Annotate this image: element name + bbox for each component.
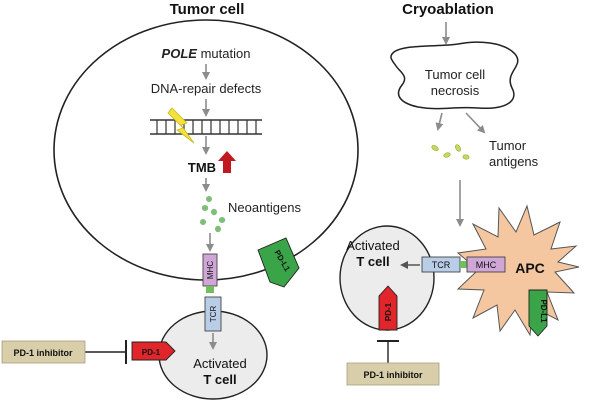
arrow-necrosis-to-antigens-left (435, 112, 444, 131)
tcr-label-left: TCR (209, 306, 218, 323)
tmb-label: TMB (188, 160, 216, 175)
tcr-label-right: TCR (432, 260, 451, 270)
pd1-label-left: PD-1 (142, 348, 161, 357)
lightning-bolt-icon (167, 107, 195, 144)
mhc-label-right: MHC (476, 260, 497, 270)
necrosis-label-line2: necrosis (431, 83, 480, 98)
right-title: Cryoablation (402, 1, 494, 18)
mhc-receptor-right (466, 256, 506, 273)
neoantigen-dots-icon (200, 196, 226, 233)
mhc-tcr-link-left (206, 286, 214, 293)
apc-label: APC (515, 260, 545, 276)
pole-mutation-text: mutation (197, 46, 250, 61)
pole-mutation-label: POLE mutation (162, 46, 251, 61)
tumor-antigens-label-line1: Tumor (489, 138, 527, 153)
left-title: Tumor cell (170, 1, 245, 18)
activated-tcell-label-right-line2: T cell (356, 254, 389, 269)
pd1-label-right: PD-1 (384, 302, 393, 321)
pd1-inhibitor-box-left (1, 340, 86, 364)
activated-tcell-label-right-line1: Activated (346, 238, 399, 253)
pd1-inhibitor-label-left: PD-1 inhibitor (14, 348, 73, 358)
necrotic-tumor-cell-outline (390, 41, 519, 110)
activated-tcell-label-left-line1: Activated (193, 356, 246, 371)
arrow-necrosis-to-antigens-right (465, 112, 486, 134)
dna-ladder-icon (150, 119, 262, 135)
tcr-receptor-left (204, 296, 222, 332)
tumor-antigens-label-line2: antigens (489, 154, 539, 169)
pdl1-ligand-right (528, 289, 548, 337)
tumor-antigen-fragments-icon (431, 144, 470, 160)
tmb-up-arrow-icon (218, 151, 236, 173)
tcr-mhc-link-right (460, 261, 467, 268)
pd1-receptor-right (378, 285, 398, 331)
pd1-inhibitor-label-right: PD-1 inhibitor (364, 370, 423, 380)
pole-gene-name: POLE (162, 46, 198, 61)
pd1-receptor-left (131, 341, 176, 361)
pd1-inhibitor-box-right (346, 362, 440, 386)
mhc-label-left: MHC (206, 261, 215, 279)
neoantigens-label: Neoantigens (228, 200, 301, 215)
pdl1-label-right: PD-L1 (539, 299, 548, 323)
pdl1-ligand-left (257, 237, 300, 288)
activated-tcell-label-left-line2: T cell (203, 372, 236, 387)
necrosis-label-line1: Tumor cell (425, 67, 485, 82)
dna-repair-label: DNA-repair defects (151, 81, 262, 96)
